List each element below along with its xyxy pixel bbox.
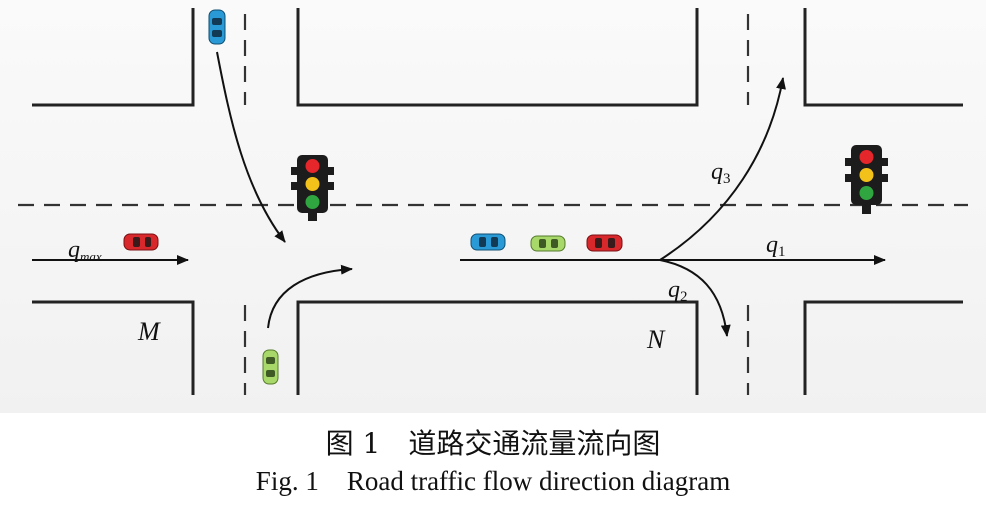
road-edge-top-middle xyxy=(296,8,699,107)
figure-caption-english: Fig. 1 Road traffic flow direction diagra… xyxy=(0,466,986,497)
label-qmax: qmax xyxy=(68,237,102,264)
car-icon xyxy=(530,235,566,252)
caption-cn-fig-number: 图 1 xyxy=(325,427,381,460)
label-N: N xyxy=(646,325,666,354)
car-icon xyxy=(208,9,226,45)
caption-en-fig-number: Fig. 1 xyxy=(255,466,319,496)
figure-caption-chinese: 图 1 道路交通流量流向图 xyxy=(0,422,986,462)
arrow-from-south xyxy=(267,264,353,329)
flow-arrows xyxy=(32,51,886,337)
road-edge-top-left xyxy=(32,8,195,107)
car-icon xyxy=(470,233,506,251)
caption-en-title: Road traffic flow direction diagram xyxy=(346,466,731,496)
arrow-q2 xyxy=(659,259,731,337)
traffic-flow-diagram: qmax q1 q2 q3 M N xyxy=(0,0,986,413)
traffic-light-icon xyxy=(291,155,334,221)
arrow-q3 xyxy=(659,77,786,261)
label-q1: q1 xyxy=(766,232,786,260)
diagram-background xyxy=(0,0,986,413)
lane-dividers xyxy=(18,14,968,395)
car-icon xyxy=(123,233,159,251)
road-edge-top-right xyxy=(803,8,963,107)
car-icon xyxy=(262,349,279,385)
road-edge-bottom-right xyxy=(803,300,963,395)
caption-cn-title: 道路交通流量流向图 xyxy=(408,427,661,460)
label-M: M xyxy=(137,317,161,346)
label-q2: q2 xyxy=(668,277,688,305)
car-icon xyxy=(586,234,623,252)
label-q3: q3 xyxy=(711,159,731,187)
traffic-light-icon xyxy=(845,145,888,214)
road-edge-bottom-middle xyxy=(296,300,699,395)
road-edges xyxy=(32,8,963,395)
road-edge-bottom-left xyxy=(32,300,195,395)
arrow-from-north xyxy=(216,51,286,243)
